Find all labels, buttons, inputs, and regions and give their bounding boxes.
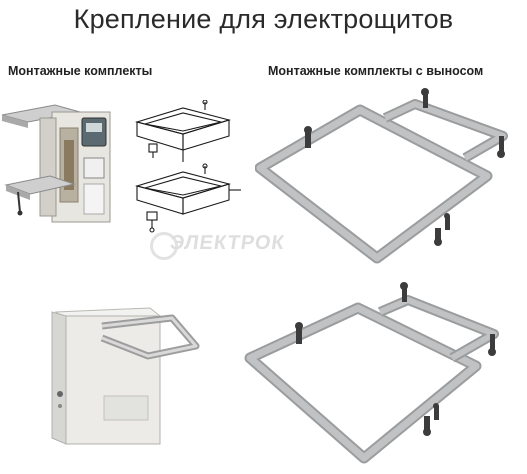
cabinet-with-bracket-image [51, 307, 200, 445]
page-title: Крепление для электрощитов [73, 4, 454, 34]
subtitle-mounting-kits: Монтажные комплекты [8, 64, 153, 78]
offset-frame-kit-lower-image [244, 282, 499, 464]
bracket-line-drawings-image [134, 100, 241, 233]
offset-frame-kit-upper-image [255, 88, 508, 264]
subtitle-offset-mounting-kits: Монтажные комплекты с выносом [268, 64, 484, 78]
meter-box-with-brackets-image [1, 104, 111, 223]
watermark-logo [150, 232, 178, 260]
